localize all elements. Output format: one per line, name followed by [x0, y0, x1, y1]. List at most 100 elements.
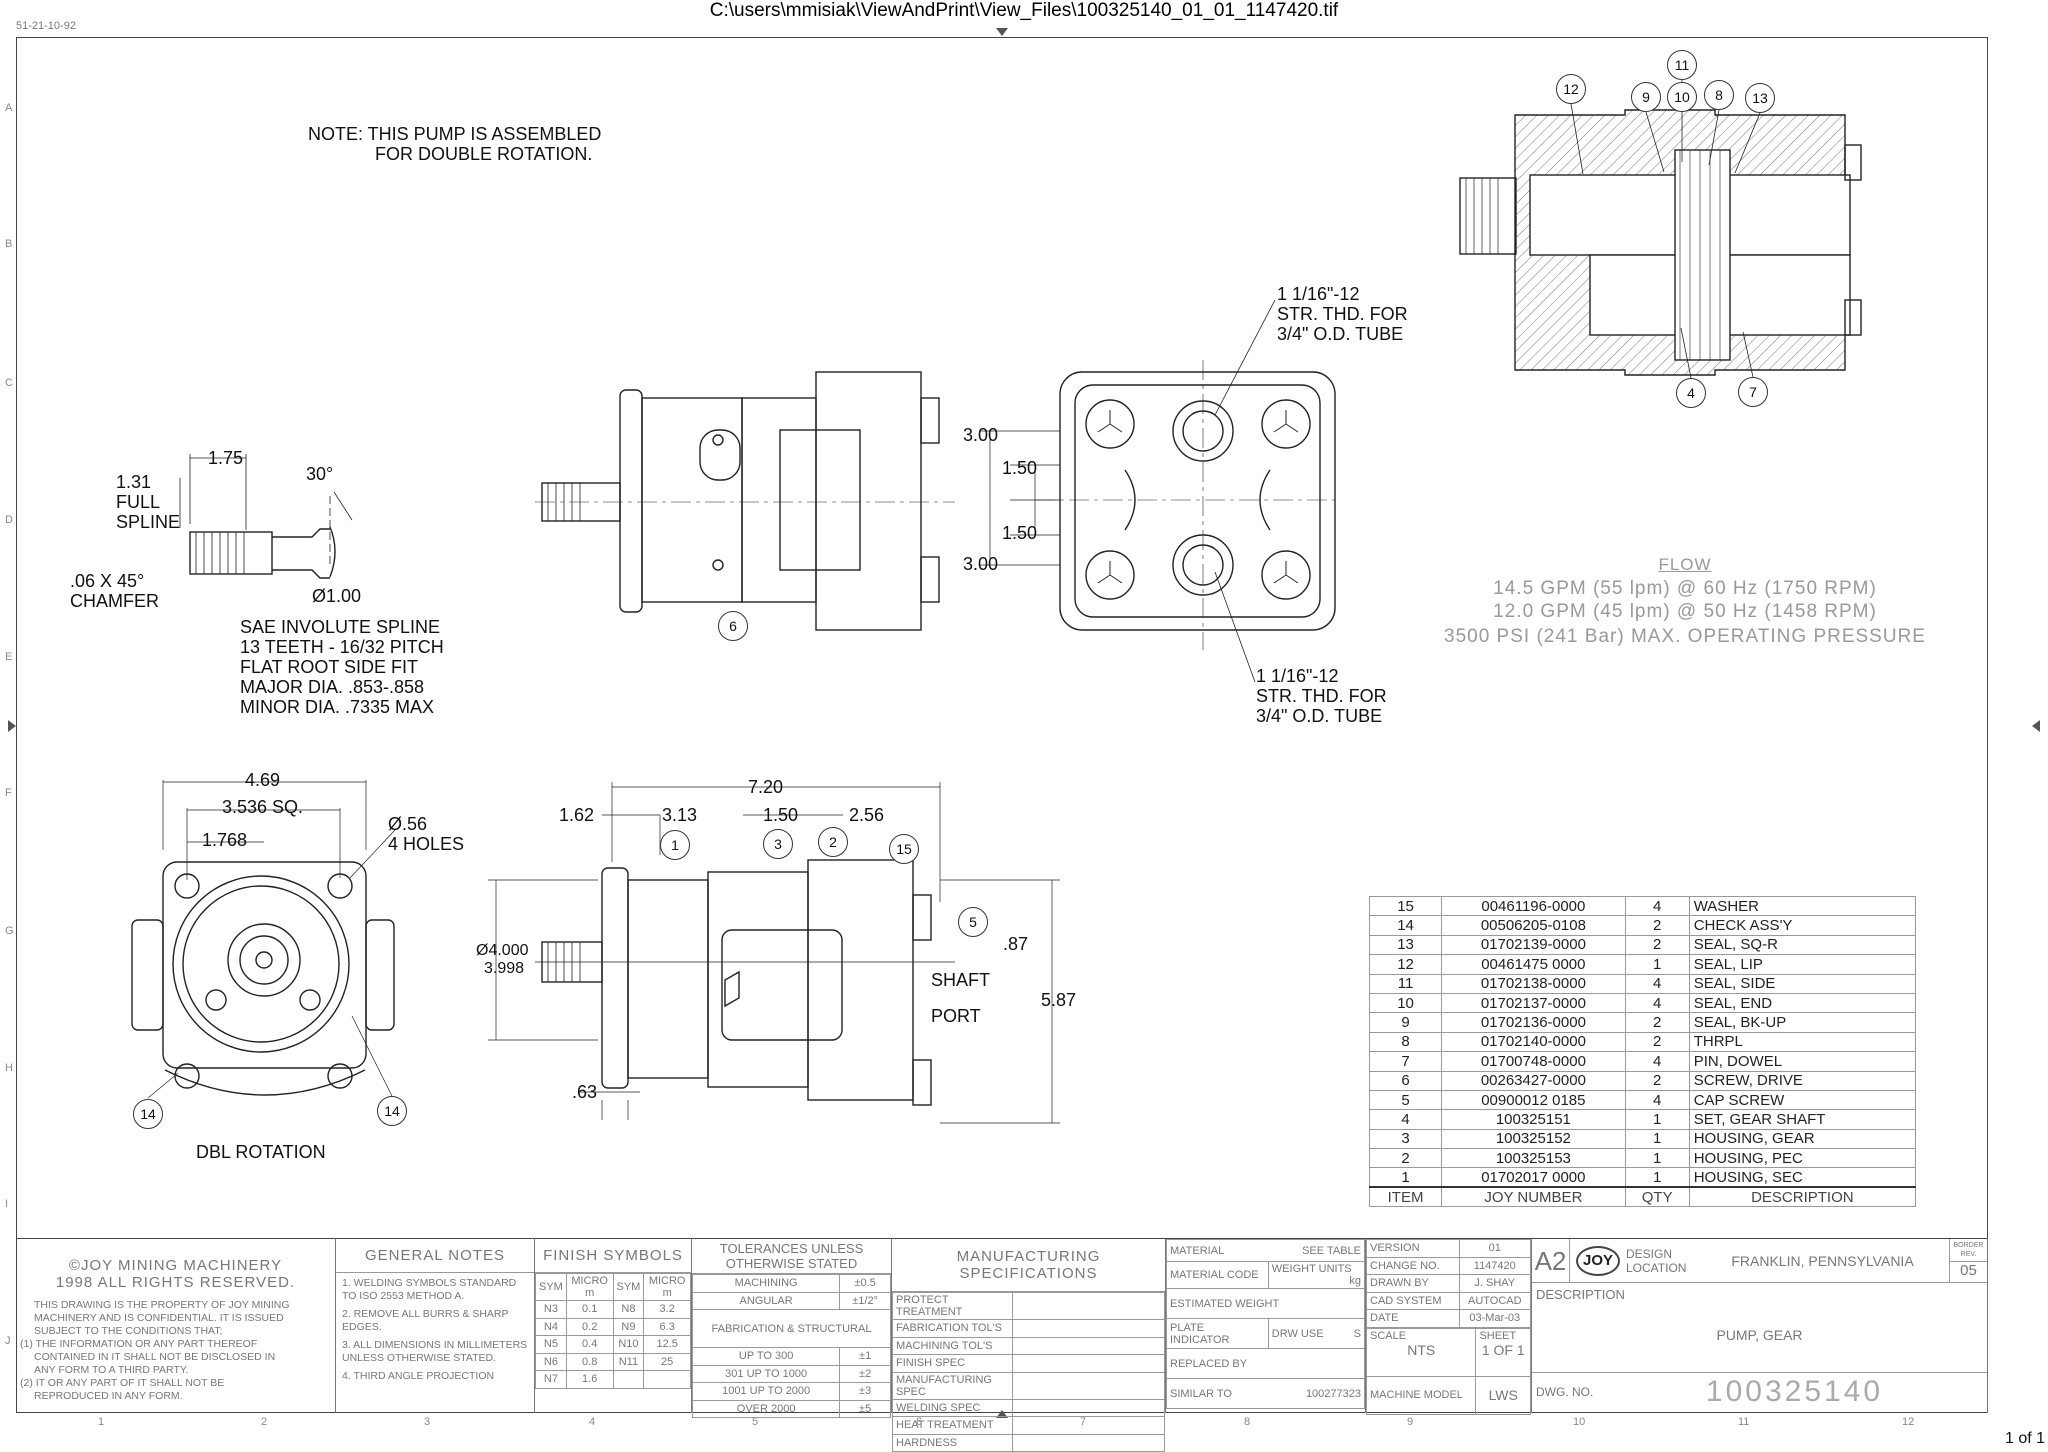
joy-logo: JOY: [1576, 1245, 1620, 1276]
zone-col-label: 2: [261, 1416, 268, 1428]
mfg-row: MANUFACTURING SPEC: [892, 1371, 1165, 1400]
overall-height: 5.87: [1041, 990, 1077, 1010]
mfg-spec-value: [1012, 1433, 1165, 1452]
part-joy-number: 01702137-0000: [1441, 992, 1626, 1013]
tolerance-cell: ANGULAR: [691, 1291, 841, 1310]
balloon-6: 6: [718, 611, 748, 641]
dim-3-13: 3.13: [662, 805, 698, 825]
part-joy-number: 01702138-0000: [1441, 973, 1626, 994]
mfg-row: MACHINING TOL'S: [892, 1336, 1165, 1355]
version-value: 03-Mar-03: [1458, 1309, 1532, 1328]
tolerance-cell: MACHINING: [691, 1274, 841, 1293]
part-description: HOUSING, SEC: [1688, 1167, 1917, 1188]
full-spline-dim: 1.31: [116, 472, 152, 492]
front-square: 3.536 SQ.: [222, 797, 304, 817]
fab-cell: UP TO 300: [691, 1347, 841, 1366]
spline-spec-line: 13 TEETH - 16/32 PITCH: [240, 637, 444, 657]
mfg-spec-label: HARDNESS: [892, 1433, 1013, 1452]
material-code: MATERIAL CODE: [1166, 1261, 1269, 1289]
copyright-block: ©JOY MINING MACHINERY 1998 ALL RIGHTS RE…: [16, 1238, 336, 1413]
finish-cell: 3.2: [643, 1300, 691, 1319]
general-notes-block: GENERAL NOTES 1. WELDING SYMBOLS STANDAR…: [336, 1238, 535, 1413]
window-title: C:\users\mmisiak\ViewAndPrint\View_Files…: [709, 0, 1339, 21]
version-label: VERSION: [1366, 1239, 1460, 1258]
finish-cell: N10: [612, 1335, 645, 1354]
dim-1-50: 1.50: [763, 805, 799, 825]
front-caption: DBL ROTATION: [196, 1142, 326, 1162]
balloon-11: 11: [1667, 50, 1697, 80]
front-half: 1.768: [202, 830, 248, 850]
finish-cell: N3: [535, 1300, 567, 1319]
part-description: CHECK ASS'Y: [1688, 915, 1917, 936]
finish-cell: N7: [535, 1370, 567, 1389]
flow-title: FLOW: [1658, 555, 1712, 574]
mfg-spec-label: HEAT TREATMENT: [892, 1416, 1013, 1435]
sheet-value: 1 OF 1: [1481, 1341, 1525, 1358]
part-qty: 2: [1624, 915, 1690, 936]
mfg-row: FINISH SPEC: [892, 1354, 1165, 1373]
fab-struct-label: FABRICATION & STRUCTURAL: [692, 1309, 891, 1348]
zone-col-label: 9: [1407, 1416, 1414, 1428]
flow-line-2: 12.0 GPM (45 lpm) @ 50 Hz (1458 RPM): [1493, 601, 1877, 622]
front-view: [131, 780, 396, 1099]
part-joy-number: 01702017 0000: [1441, 1167, 1626, 1188]
zone-row-label: J: [5, 1335, 11, 1347]
front-width: 4.69: [245, 770, 281, 790]
mfg-row: WELDING SPEC: [892, 1398, 1165, 1417]
part-description: SEAL, SQ-R: [1688, 934, 1917, 955]
shaft-dia: Ø1.00: [312, 586, 362, 606]
port-callout-bottom-1: 1 1/16"-12: [1256, 666, 1339, 686]
balloon-13: 13: [1745, 83, 1775, 113]
scale-value: NTS: [1407, 1341, 1436, 1358]
part-item: 5: [1368, 1089, 1443, 1110]
general-note: 2. REMOVE ALL BURRS & SHARP EDGES.: [342, 1308, 509, 1333]
port-callout-top-2: STR. THD. FOR: [1277, 304, 1408, 324]
mfg-spec-label: FINISH SPEC: [892, 1354, 1013, 1373]
part-item: 1: [1368, 1167, 1443, 1188]
finish-cell: N8: [612, 1300, 645, 1319]
finish-cell: 0.2: [565, 1317, 614, 1336]
balloon-4: 4: [1676, 378, 1706, 408]
zone-col-label: 4: [589, 1416, 596, 1428]
part-item: 4: [1368, 1109, 1443, 1130]
part-item: 13: [1368, 934, 1443, 955]
assembly-note-line2: FOR DOUBLE ROTATION.: [375, 144, 593, 164]
zone-col-label: 1: [98, 1416, 105, 1428]
part-item: 3: [1368, 1128, 1443, 1149]
balloon-2: 2: [818, 827, 848, 857]
general-note: 3. ALL DIMENSIONS IN MILLIMETERS UNLESS …: [342, 1339, 528, 1364]
machine-model-value: LWS: [1475, 1375, 1531, 1415]
holes-dia: Ø.56: [388, 814, 428, 834]
fab-struct-row: FABRICATION & STRUCTURAL: [692, 1309, 891, 1348]
drawing-id-block: A2 JOY DESIGN LOCATION FRANKLIN, PENNSYL…: [1532, 1238, 1988, 1413]
mfg-spec-value: [1012, 1416, 1165, 1435]
zone-col-label: 5: [752, 1416, 759, 1428]
confidential-line: (1) THE INFORMATION OR ANY PART THEREOF: [20, 1338, 258, 1350]
part-qty: 1: [1624, 954, 1690, 975]
confidential-line: (2) IT OR ANY PART OF IT SHALL NOT BE: [20, 1377, 225, 1389]
end-dim-4: 3.00: [963, 554, 999, 574]
mfg-spec-label: WELDING SPEC: [892, 1398, 1013, 1417]
spline-spec-line: MAJOR DIA. .853-.858: [240, 677, 425, 697]
fab-cell: 1001 UP TO 2000: [691, 1382, 841, 1401]
side-view-bottom: [488, 782, 1060, 1124]
mfg-spec-value: [1012, 1398, 1165, 1417]
part-description: WASHER: [1688, 895, 1917, 916]
zone-col-label: 11: [1738, 1416, 1750, 1428]
part-item: 12: [1368, 954, 1443, 975]
finish-cell: 12.5: [643, 1335, 691, 1354]
part-description: PIN, DOWEL: [1688, 1051, 1917, 1072]
stamp-code: 51-21-10-92: [16, 20, 76, 32]
